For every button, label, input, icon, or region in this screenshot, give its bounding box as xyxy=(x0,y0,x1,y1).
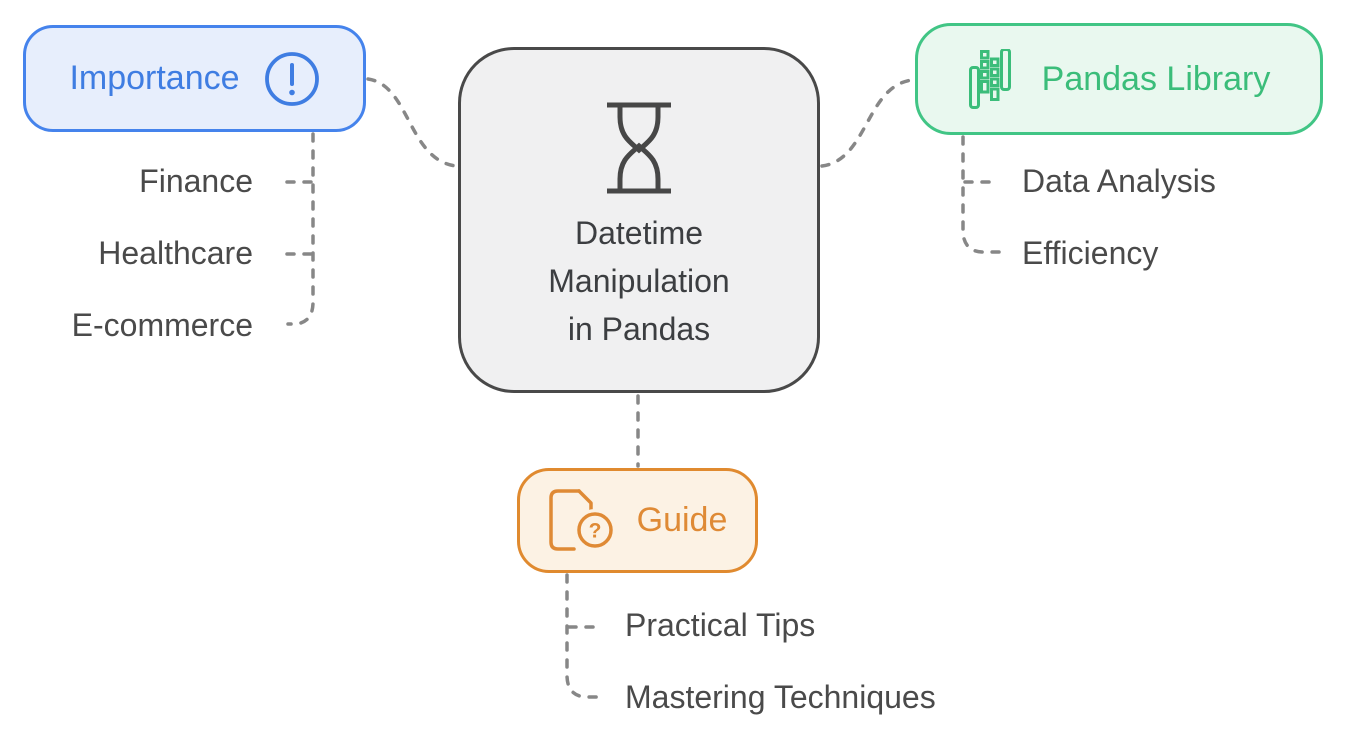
node-pandas-library-label: Pandas Library xyxy=(1041,59,1271,98)
leaf-finance[interactable]: Finance xyxy=(139,163,253,199)
central-title-line-1: Datetime xyxy=(574,215,704,251)
leaf-healthcare[interactable]: Healthcare xyxy=(98,235,253,271)
connector-importance-center xyxy=(366,77,458,168)
leaf-mastering-techniques[interactable]: Mastering Techniques xyxy=(625,679,936,715)
node-datetime-manipulation[interactable]: Datetime Manipulation in Pandas xyxy=(458,47,820,393)
connector-pandas-children xyxy=(961,135,1001,254)
connector-importance-children xyxy=(286,132,315,326)
pandas-bars-icon xyxy=(968,48,1011,109)
central-title: Datetime Manipulation in Pandas xyxy=(548,209,729,353)
connector-guide-children xyxy=(565,573,603,699)
leaf-practical-tips[interactable]: Practical Tips xyxy=(625,607,816,643)
question-mark-glyph: ? xyxy=(588,520,601,543)
central-title-line-3: in Pandas xyxy=(567,311,711,347)
leaf-ecommerce[interactable]: E-commerce xyxy=(71,307,253,343)
node-guide-label: Guide xyxy=(636,501,728,539)
node-importance-label: Importance xyxy=(69,59,240,97)
connector-center-pandas xyxy=(820,78,914,168)
leaf-efficiency[interactable]: Efficiency xyxy=(1022,235,1159,271)
node-importance[interactable]: Importance xyxy=(23,25,366,132)
document-question-icon: ? xyxy=(548,489,613,551)
node-guide[interactable]: ? Guide xyxy=(517,468,758,573)
hourglass-icon xyxy=(607,102,671,194)
leaf-data-analysis[interactable]: Data Analysis xyxy=(1022,163,1216,199)
node-pandas-library[interactable]: Pandas Library xyxy=(915,23,1323,135)
exclamation-circle-icon xyxy=(264,51,319,106)
central-title-line-2: Manipulation xyxy=(548,263,730,299)
